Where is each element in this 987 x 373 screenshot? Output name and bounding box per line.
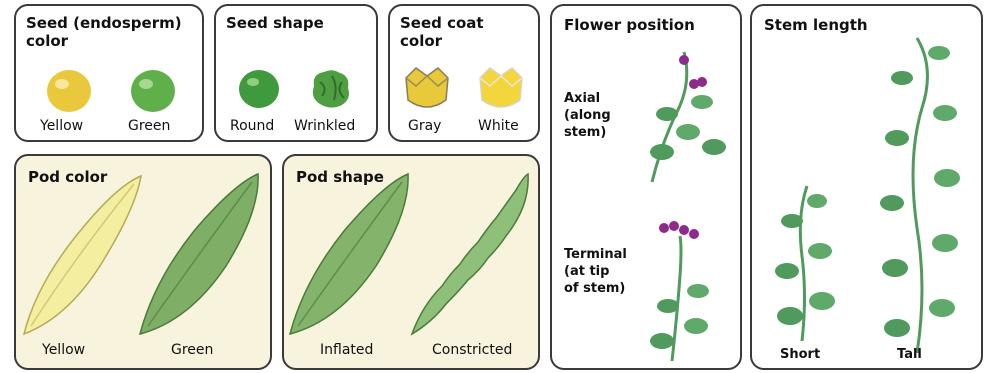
panel-seed-shape: Seed shape Round Wrinkled — [214, 4, 378, 142]
label-gray: Gray — [408, 118, 441, 134]
panel-title: Seed (endosperm) color — [26, 14, 196, 50]
label-wrinkled: Wrinkled — [294, 118, 355, 134]
panel-pod-shape: Pod shape Inflated Constricted — [282, 154, 540, 370]
panel-flower-position: Flower position Axial (along stem) Termi… — [550, 4, 742, 370]
panel-stem-length: Stem length Short Tall — [750, 4, 983, 370]
label-axial: Axial (along stem) — [564, 90, 622, 141]
green-seed-icon — [128, 66, 178, 116]
label-tall: Tall — [897, 346, 922, 363]
panel-seed-coat: Seed coat color Gray White — [388, 4, 540, 142]
label-yellow-pod: Yellow — [42, 342, 85, 358]
label-green-pod: Green — [171, 342, 213, 358]
label-white: White — [478, 118, 519, 134]
white-seed-coat-icon — [476, 64, 526, 114]
label-constricted: Constricted — [432, 342, 512, 358]
tall-plant-illustration — [847, 28, 977, 358]
label-green: Green — [128, 118, 170, 134]
wrinkled-seed-icon — [308, 66, 354, 112]
panel-title: Seed shape — [226, 14, 324, 32]
round-seed-icon — [236, 66, 282, 112]
constricted-pod-illustration — [402, 166, 532, 346]
label-inflated: Inflated — [320, 342, 373, 358]
panel-title: Flower position — [564, 16, 695, 34]
label-yellow: Yellow — [40, 118, 83, 134]
label-round: Round — [230, 118, 274, 134]
gray-seed-coat-icon — [402, 64, 452, 114]
panel-title: Seed coat color — [400, 14, 500, 50]
yellow-seed-icon — [44, 66, 94, 116]
green-pod-illustration — [134, 166, 264, 346]
terminal-plant-illustration — [622, 216, 742, 366]
label-short: Short — [780, 346, 820, 363]
panel-pod-color: Pod color Yellow Green — [14, 154, 272, 370]
inflated-pod-illustration — [284, 166, 414, 346]
label-terminal: Terminal (at tip of stem) — [564, 246, 626, 297]
panel-seed-color: Seed (endosperm) color Yellow Green — [14, 4, 204, 142]
yellow-pod-illustration — [16, 166, 146, 346]
short-plant-illustration — [762, 176, 852, 346]
axial-plant-illustration — [622, 42, 742, 192]
